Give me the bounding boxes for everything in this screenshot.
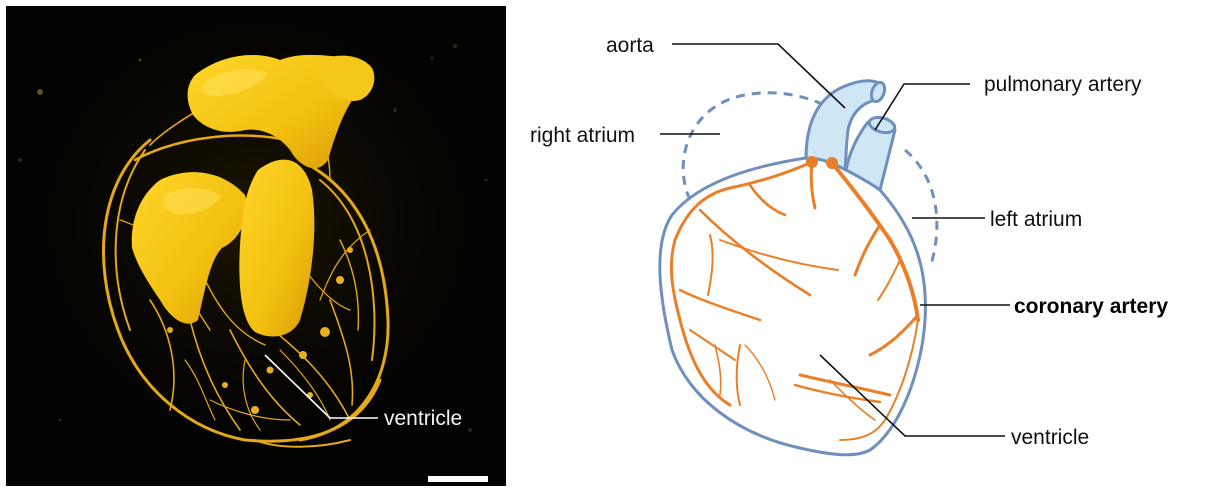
left-atrium-label: left atrium [990, 208, 1082, 231]
diagram-ventricle-label: ventricle [1011, 426, 1089, 449]
coronary-artery-label: coronary artery [1014, 295, 1168, 318]
heart-diagram-panel: aorta pulmonary artery right atrium left… [530, 34, 1168, 455]
right-coronary-ostium [826, 157, 838, 169]
right-atrium-label: right atrium [530, 124, 635, 147]
photo-ventricle-label: ventricle [384, 407, 462, 430]
left-coronary-ostium [806, 156, 818, 168]
heart-photo-panel: ventricle [6, 6, 506, 486]
aorta-leader [672, 44, 845, 108]
pulmonary-artery-label: pulmonary artery [984, 73, 1142, 96]
aorta-label: aorta [606, 34, 654, 57]
scale-bar [428, 476, 488, 482]
